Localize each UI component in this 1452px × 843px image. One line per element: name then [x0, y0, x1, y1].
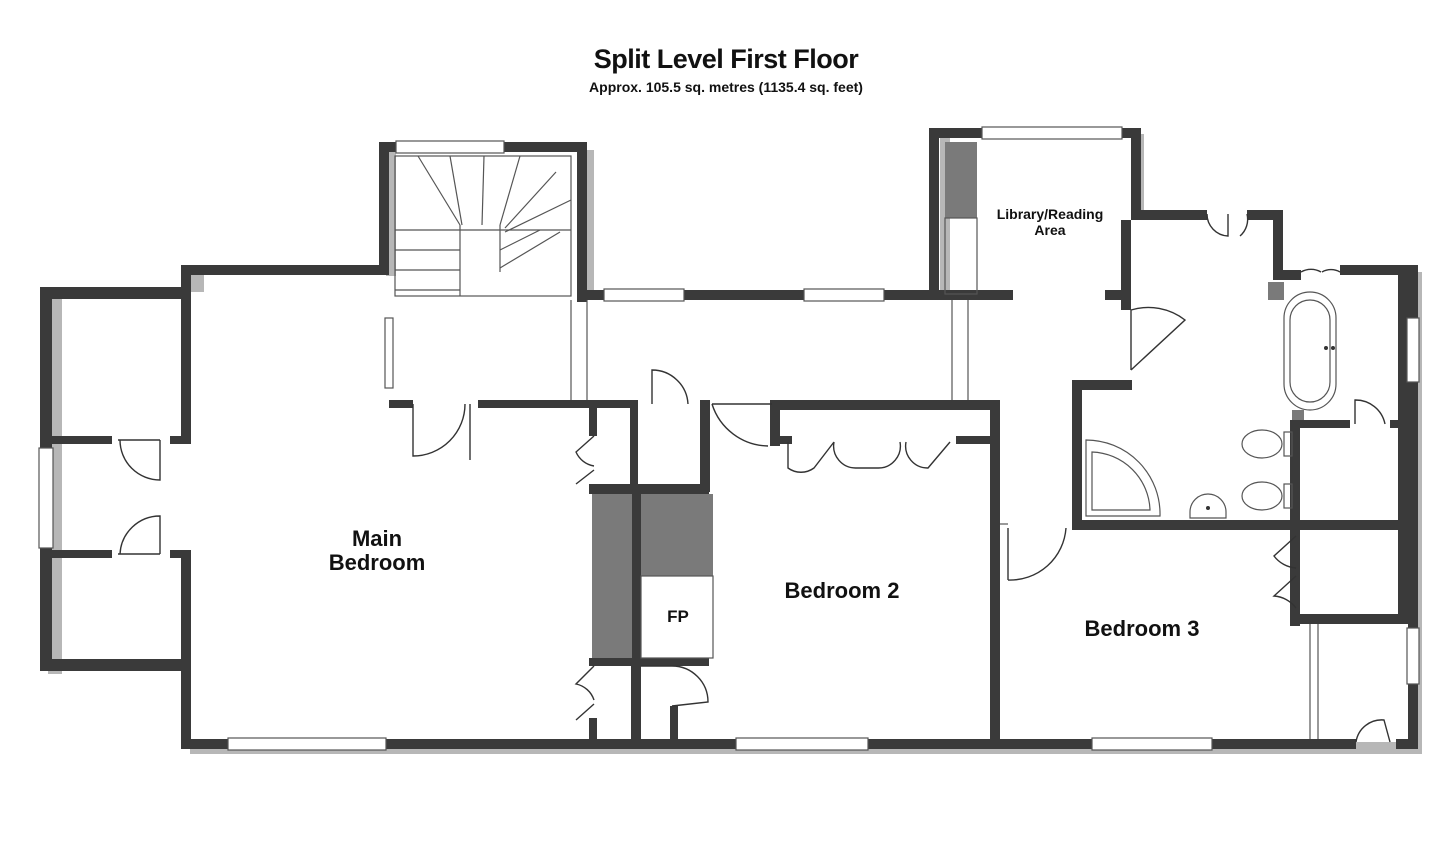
main-bedroom-label-line1: Main	[352, 526, 402, 551]
interior-walls	[52, 220, 1408, 742]
library-label-line1: Library/Reading	[997, 206, 1104, 222]
plan-title: Split Level First Floor	[593, 44, 859, 74]
windows	[38, 126, 1420, 751]
landing-lines	[570, 300, 1319, 739]
staircase	[394, 155, 572, 297]
main-bedroom-label-line2: Bedroom	[329, 550, 426, 575]
wall-shadows	[48, 134, 1422, 754]
chimney-block	[592, 494, 714, 659]
library-label-line2: Area	[1034, 222, 1065, 238]
bedroom-2-label: Bedroom 2	[785, 578, 900, 603]
doors	[118, 213, 1391, 743]
exterior-walls	[40, 128, 1418, 749]
room-labels: Main Bedroom Bedroom 2 Bedroom 3 Library…	[329, 206, 1200, 641]
bedroom-3-label: Bedroom 3	[1085, 616, 1200, 641]
fireplace-label: FP	[667, 607, 689, 626]
plan-area-subtitle: Approx. 105.5 sq. metres (1135.4 sq. fee…	[589, 79, 863, 95]
bathroom-fixtures	[1085, 282, 1337, 519]
library-shelving	[944, 142, 978, 295]
